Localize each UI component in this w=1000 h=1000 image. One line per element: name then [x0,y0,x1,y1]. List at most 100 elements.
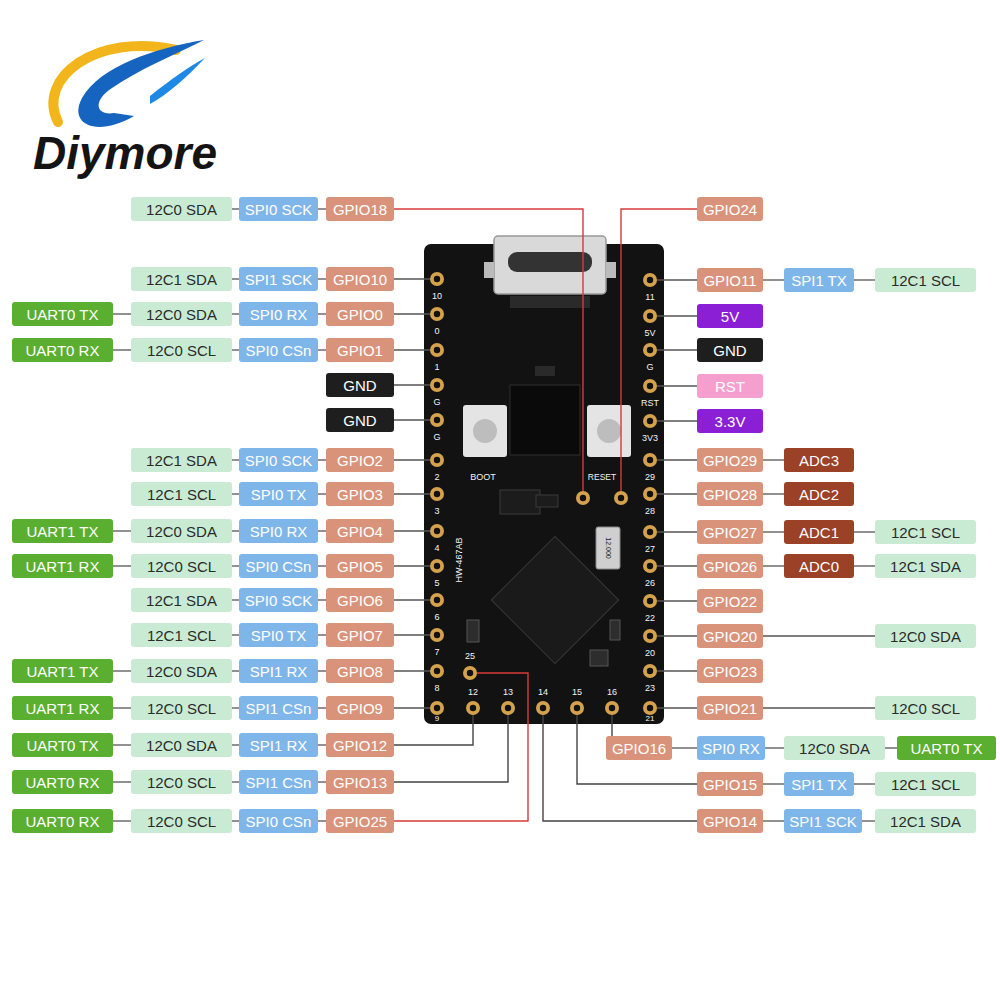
leader-line [113,670,131,671]
silkscreen-text: 15 [572,688,582,697]
pin-name: GPIO27 [703,524,757,541]
leader-line [113,530,131,531]
gpio-label: GPIO3 [326,482,394,506]
pin-name: GPIO6 [337,592,383,609]
silkscreen-text: 10 [432,292,442,301]
spi-label: SPI1 RX [239,659,318,683]
pin-name: UART1 RX [26,558,100,575]
leader-line [318,530,326,531]
gpio-label: GPIO20 [697,624,763,648]
adc-label: ADC3 [784,448,854,472]
pin-name: GPIO10 [333,271,387,288]
gpio-label: GPIO0 [326,302,394,326]
leader-line [394,349,430,350]
leader-line [318,820,326,821]
leader-line [113,349,131,350]
ground-label: GND [697,338,763,362]
pin-name: GPIO7 [337,627,383,644]
pin-name: 12C0 SCL [891,700,960,717]
gpio-label: GPIO25 [326,809,394,833]
pin-name: 12C1 SDA [890,558,961,575]
pin-name: UART1 TX [27,663,99,680]
pin-name: 12C1 SDA [146,592,217,609]
i2c-label: 12C1 SCL [131,482,232,506]
pin-name: GPIO20 [703,628,757,645]
silkscreen-text: 6 [434,613,439,622]
spi-label: SPI0 TX [239,482,318,506]
pin-name: GPIO14 [703,813,757,830]
silkscreen-text: 12.000 [605,537,612,558]
pin-name: UART1 TX [27,523,99,540]
pin-name: SPI1 CSn [246,700,312,717]
spi-label: SPI1 SCK [784,809,862,833]
pin-name: SPI1 SCK [789,813,857,830]
pin-name: GPIO24 [703,201,757,218]
spi-label: SPI0 RX [697,736,765,760]
i2c-label: 12C0 SDA [131,659,232,683]
leader-line [763,279,784,280]
gpio-label: GPIO6 [326,588,394,612]
spi-label: SPI1 SCK [239,267,318,291]
pin-name: 12C0 SCL [147,700,216,717]
pin-name: GPIO15 [703,776,757,793]
uart-label: UART1 TX [12,659,113,683]
brand-name: Diymore [33,126,217,180]
pin-name: GPIO5 [337,558,383,575]
silkscreen-text: 14 [538,688,548,697]
power-label: 5V [697,304,763,328]
i2c-label: 12C1 SCL [131,623,232,647]
leader-line [657,385,697,386]
silkscreen-text: 9 [435,715,439,723]
brand-logo [53,40,205,127]
i2c-label: 12C0 SDA [131,733,232,757]
leader-line [113,820,131,821]
leader-line [113,313,131,314]
i2c-label: 12C1 SDA [875,809,976,833]
ground-label: GND [326,373,394,397]
pin-name: 12C0 SCL [147,558,216,575]
pin-name: UART0 TX [27,306,99,323]
uart-label: UART0 RX [12,770,113,794]
pin-name: GPIO0 [337,306,383,323]
pin-name: UART0 TX [27,737,99,754]
leader-line [854,565,875,566]
leader-line [232,599,239,600]
leader-line [394,493,430,494]
i2c-label: 12C0 SDA [131,197,232,221]
leader-line [657,565,697,566]
leader-line [854,279,875,280]
pin-name: SPI1 CSn [246,774,312,791]
pin-name: 12C1 SDA [890,813,961,830]
pin-name: 3.3V [715,413,746,430]
leader-line [318,493,326,494]
pin-name: SPI0 SCK [245,201,313,218]
leader-wires [394,209,697,821]
leader-line [318,634,326,635]
leader-line [394,670,430,671]
leader-line [113,781,131,782]
leader-line [232,530,239,531]
leader-line [394,419,430,420]
leader-line [657,315,697,316]
i2c-label: 12C1 SCL [875,772,976,796]
silkscreen-text: 20 [645,649,655,658]
pin-name: GPIO28 [703,486,757,503]
gpio-label: GPIO9 [326,696,394,720]
leader-line [232,208,239,209]
gpio-label: GPIO18 [326,197,394,221]
i2c-label: 12C0 SCL [131,554,232,578]
gpio-label: GPIO11 [697,268,763,292]
silkscreen-text: 22 [645,614,655,623]
pin-name: GPIO4 [337,523,383,540]
leader-line [394,634,430,635]
pin-name: GND [343,412,376,429]
pin-name: GPIO26 [703,558,757,575]
pcb-board [424,236,664,724]
gpio-label: GPIO16 [606,736,672,760]
leader-line [318,599,326,600]
leader-line [394,384,430,385]
i2c-label: 12C0 SDA [784,736,885,760]
pin-name: SPI0 RX [702,740,760,757]
spi-label: SPI0 CSn [239,338,318,362]
pin-name: GPIO23 [703,663,757,680]
